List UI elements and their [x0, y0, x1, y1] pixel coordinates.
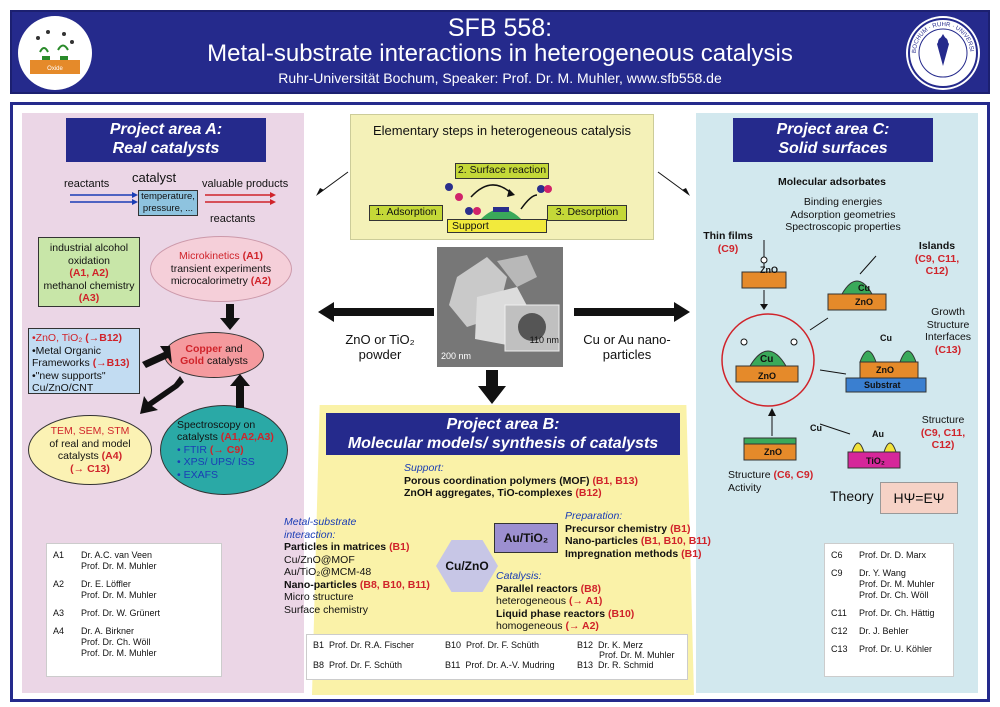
zno-label-growth: ZnO — [876, 365, 894, 375]
molecular-adsorbates-label: Molecular adsorbates — [778, 176, 886, 188]
structure-label: Structure(C9, C11,C12) — [920, 414, 966, 451]
islands-label: Islands(C9, C11,C12) — [914, 240, 960, 277]
substrat-label: Substrat — [864, 380, 901, 390]
area-c-title: Project area C:Solid surfaces — [733, 118, 933, 162]
structure-activity-scheme — [743, 408, 797, 461]
university-seal: BOCHUM · RUHR · UNIVERSITÄT — [904, 11, 980, 90]
thin-film-scheme — [741, 240, 787, 310]
catalysis-logo-icon: Oxide — [30, 30, 80, 74]
tem-sem-stm-ellipse: TEM, SEM, STM of real and model catalyst… — [28, 415, 152, 485]
cu-zno-hexagon: Cu/ZnO — [436, 540, 498, 592]
zno-label-center: ZnO — [758, 371, 776, 381]
cu-label-island: Cu — [858, 283, 870, 293]
adsorption-label: 1. Adsorption — [369, 205, 443, 221]
nanoparticle-image-icon — [437, 247, 563, 367]
tio2-label: TiO₂ — [866, 456, 885, 466]
reactants-out-label: reactants — [210, 213, 256, 225]
copper-gold-catalysts-ellipse: Copper and Gold catalysts — [164, 332, 264, 378]
elementary-steps-box: Elementary steps in heterogeneous cataly… — [350, 114, 654, 240]
conditions-box: temperature, pressure, ... — [138, 190, 198, 216]
schrodinger-equation-box: HΨ=EΨ — [880, 482, 958, 514]
tem-micrograph: 200 nm 110 nm — [437, 247, 563, 367]
poster-title-line2: Metal-substrate interactions in heteroge… — [207, 40, 793, 67]
cu-label-sa: Cu — [810, 423, 822, 433]
elementary-steps-title: Elementary steps in heterogeneous cataly… — [373, 123, 631, 138]
cu-au-nanoparticles-label: Cu or Au nano-particles — [583, 332, 671, 362]
support-bar: Support — [447, 219, 547, 233]
structure-activity-label: Structure (C6, C9) Activity — [728, 469, 814, 494]
spectroscopy-ellipse: Spectroscopy on catalysts (A1,A2,A3) • F… — [160, 405, 288, 495]
area-a-title: Project area A:Real catalysts — [66, 118, 266, 162]
area-b-people-list: B1 Prof. Dr. R.A. Fischer B8 Prof. Dr. F… — [306, 634, 688, 680]
sfb-logo: Oxide — [18, 16, 92, 90]
thin-films-label: Thin films(C9) — [703, 230, 753, 255]
surface-reaction-label: 2. Surface reaction — [455, 163, 549, 179]
supports-box: •ZnO, TiO₂ (→B12) •Metal Organic Framewo… — [28, 328, 140, 394]
adsorption-scheme-icon — [445, 183, 552, 219]
scale-bar-200nm: 200 nm — [441, 351, 472, 361]
cu-label-growth: Cu — [880, 333, 892, 343]
surface-science-diagram — [721, 240, 927, 469]
au-label: Au — [872, 429, 884, 439]
catalyst-label: catalyst — [132, 170, 177, 185]
cu-label-center: Cu — [760, 354, 774, 365]
products-label: valuable products — [202, 178, 289, 190]
desorption-label: 3. Desorption — [547, 205, 627, 221]
central-arrows — [316, 171, 690, 404]
alcohol-oxidation-box: industrial alcohol oxidation (A1, A2) me… — [38, 237, 140, 307]
central-circle-scheme — [721, 313, 815, 407]
island-scheme — [809, 255, 887, 331]
area-b-title: Project area B:Molecular models/ synthes… — [326, 413, 680, 455]
metal-substrate-section: Metal-substrate interaction: Particles i… — [284, 516, 430, 616]
poster-subtitle: Ruhr-Universität Bochum, Speaker: Prof. … — [278, 70, 722, 86]
au-tio2-box: Au/TiO₂ — [494, 523, 558, 553]
zno-label-thin-film: ZnO — [760, 265, 778, 275]
header-banner: Oxide SFB 558: Metal-substrate interacti… — [10, 10, 990, 94]
poster-title-line1: SFB 558: — [447, 14, 553, 42]
catalysis-section: Catalysis: Parallel reactors (B8) hetero… — [496, 570, 635, 632]
support-section: Support: Porous coordination polymers (M… — [404, 462, 638, 499]
poster-frame — [10, 102, 990, 702]
zno-label-island: ZnO — [855, 297, 873, 307]
growth-scheme — [819, 350, 927, 393]
zno-label-sa: ZnO — [764, 447, 782, 457]
microkinetics-ellipse: Microkinetics (A1) transient experiments… — [150, 236, 292, 302]
reactants-label: reactants — [64, 178, 110, 190]
reaction-arrows — [70, 192, 276, 205]
svg-text:Oxide: Oxide — [47, 66, 63, 72]
scale-bar-110nm: 110 nm — [529, 335, 559, 345]
theory-label: Theory — [830, 488, 874, 504]
university-seal-icon: BOCHUM · RUHR · UNIVERSITÄT — [904, 11, 978, 88]
tio2-scheme — [819, 423, 901, 469]
area-a-flow-arrows — [140, 304, 250, 414]
preparation-section: Preparation: Precursor chemistry (B1) Na… — [565, 510, 711, 560]
